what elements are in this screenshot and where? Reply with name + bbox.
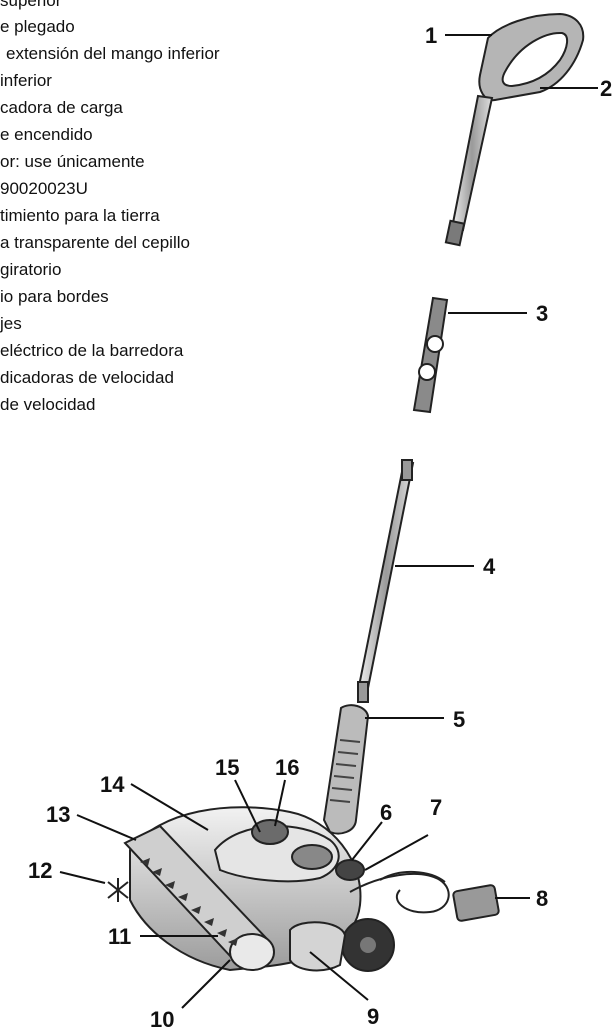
charger [349,870,500,922]
callout-9: 9 [367,1004,379,1029]
parts-list-item: jes [0,314,22,333]
parts-list-item: e plegado [0,17,75,36]
leader-lines [59,34,598,1009]
brush-roller [123,824,275,971]
callout-15: 15 [215,755,239,780]
callout-14: 14 [100,772,125,797]
parts-list-item: extensión del mango inferior [6,44,220,63]
fold-connector [412,296,449,414]
parts-list-item: 90020023U [0,179,88,198]
callout-1: 1 [425,23,437,48]
edge-brush [107,878,129,902]
callout-2: 2 [600,76,612,101]
callout-6: 6 [380,800,392,825]
parts-list-item: giratorio [0,260,62,279]
parts-list-item: superior [0,0,62,10]
parts-list-item: io para bordes [0,287,109,306]
callout-7: 7 [430,795,442,820]
parts-list-item: eléctrico de la barredora [0,341,184,360]
callout-13: 13 [46,802,70,827]
parts-list-item: a transparente del cepillo [0,233,190,252]
lower-handle [322,704,370,835]
parts-list-item: e encendido [0,125,93,144]
parts-list-item: or: use únicamente [0,152,145,171]
parts-list-item: cadora de carga [0,98,123,117]
callout-4: 4 [483,554,496,579]
callout-12: 12 [28,858,52,883]
callout-16: 16 [275,755,299,780]
parts-list-item: dicadoras de velocidad [0,368,174,387]
callout-numbers: 1 2 3 4 5 6 7 8 9 10 11 12 13 14 15 16 [28,23,612,1032]
lower-handle-extension [357,459,415,703]
callout-11: 11 [108,924,131,949]
callout-10: 10 [150,1007,174,1032]
sweeper-body [129,806,395,972]
callout-5: 5 [453,707,465,732]
parts-list-item: timiento para la tierra [0,206,160,225]
callout-8: 8 [536,886,548,911]
parts-list-item: de velocidad [0,395,96,414]
callout-3: 3 [536,301,548,326]
parts-list-item: inferior [0,71,52,90]
upper-handle [444,12,585,247]
